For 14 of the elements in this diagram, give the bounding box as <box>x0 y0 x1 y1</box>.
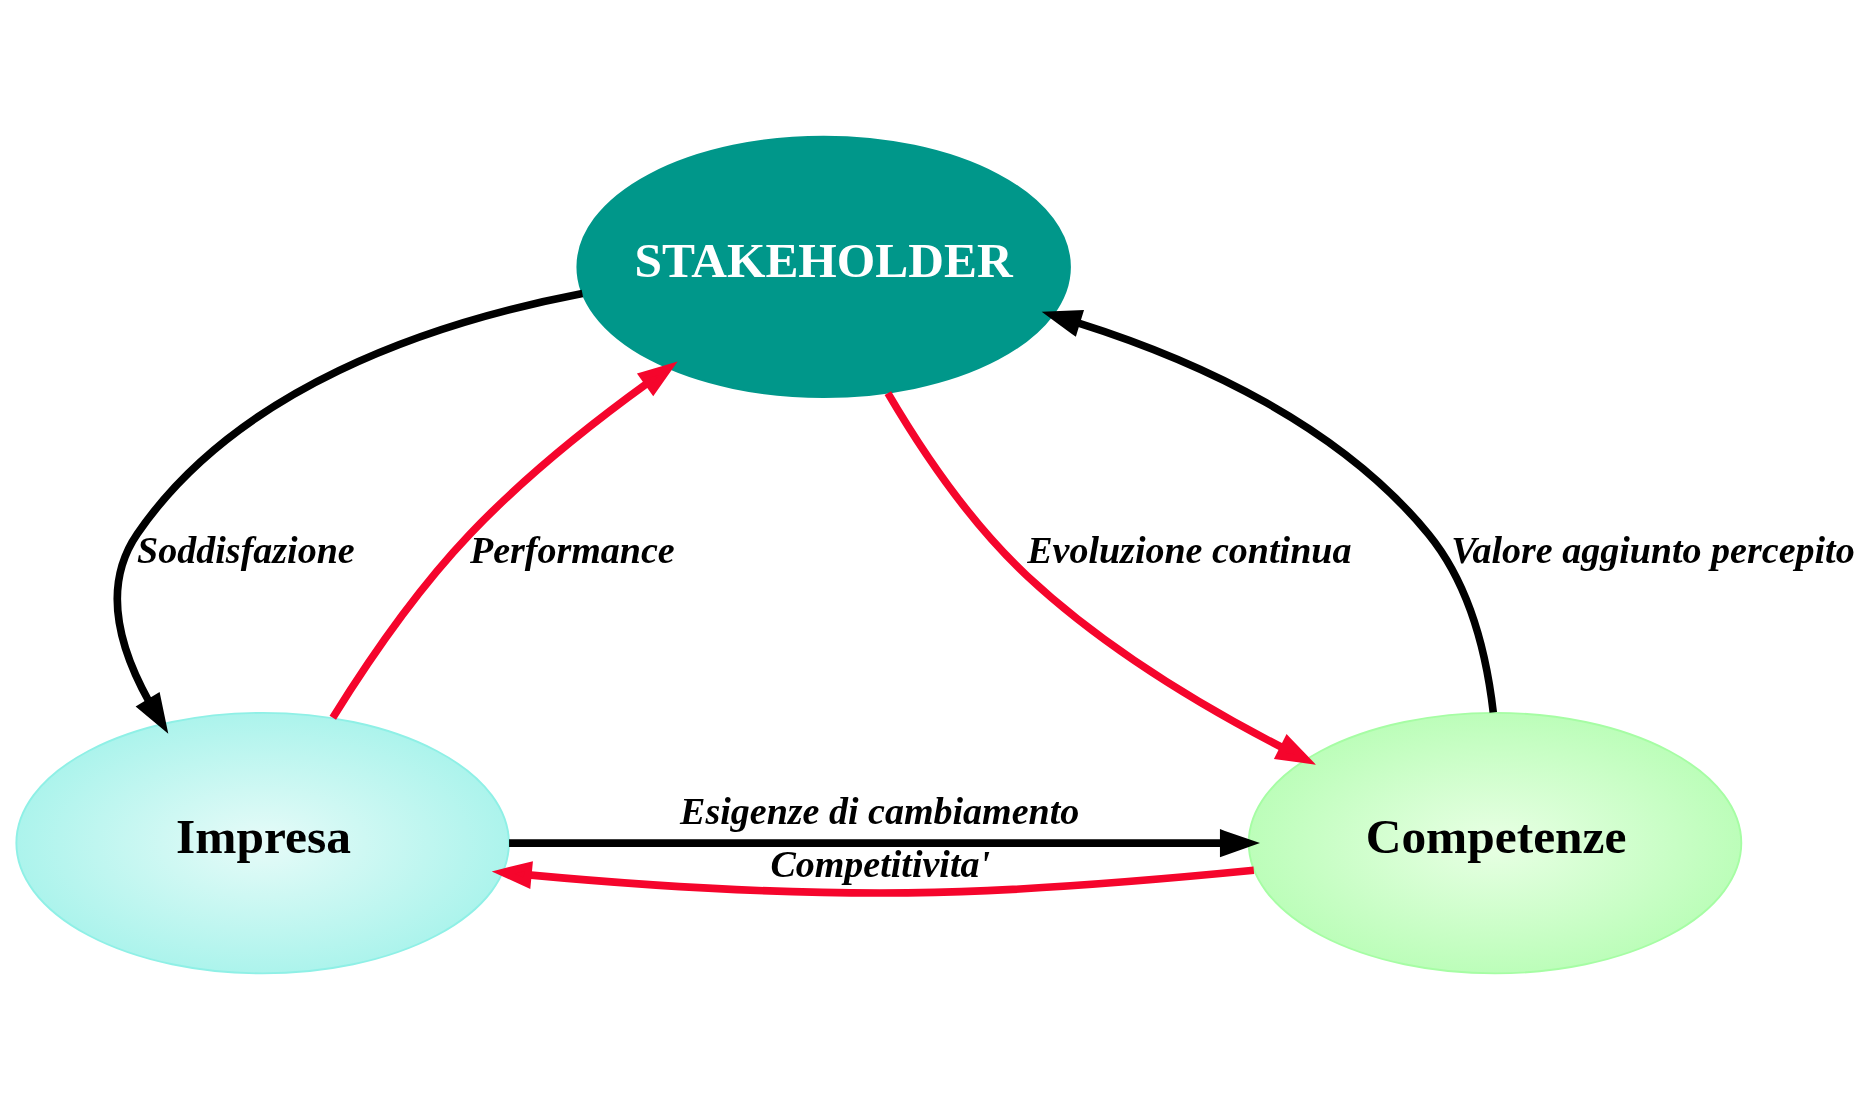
edge-label: Performance <box>469 528 675 571</box>
edge-label: Esigenze di cambiamento <box>680 790 1080 833</box>
arrow <box>884 391 1316 765</box>
edge-label: Competitivita' <box>770 843 991 886</box>
arrow <box>1041 310 1498 713</box>
edge-label: Soddisfazione <box>137 528 355 571</box>
edge-label: Evoluzione continua <box>1027 528 1352 571</box>
arrow <box>329 361 678 720</box>
arrow <box>491 861 1255 897</box>
node-ellipse: Impresa <box>15 711 510 975</box>
arrow <box>113 289 584 734</box>
arrow <box>509 829 1260 858</box>
node-ellipse: Competenze <box>1247 711 1743 975</box>
edge-label: Valore aggiunto percepito <box>1451 528 1855 571</box>
